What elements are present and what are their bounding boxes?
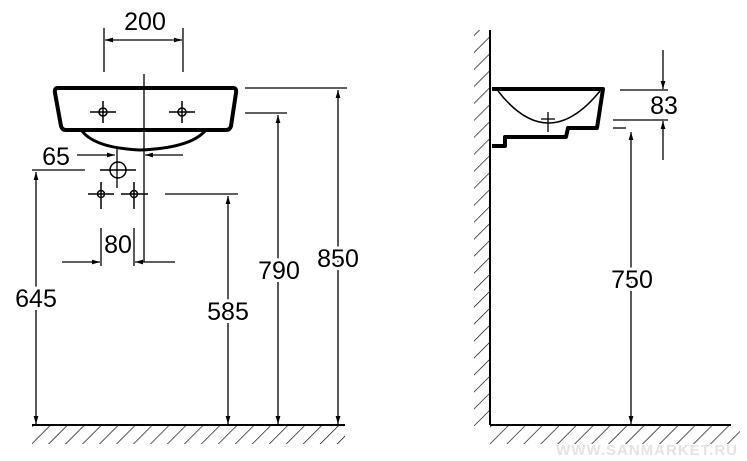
bowl-curve: [497, 90, 601, 124]
drain-outlet-icon: [100, 161, 136, 179]
floor-hatch-side: [490, 426, 740, 444]
dim-645: 645: [15, 285, 57, 313]
basin-side-outline: [492, 87, 605, 148]
dim-83: 83: [650, 92, 678, 120]
bowl-underside: [80, 129, 207, 152]
dim-585: 585: [207, 298, 249, 326]
dim-65: 65: [42, 143, 70, 171]
dim-790: 790: [258, 257, 300, 285]
dim-200: 200: [124, 8, 166, 36]
watermark: WWW.SANMARKET.RU: [556, 442, 738, 459]
basin-outline: [52, 86, 239, 132]
side-view: [474, 30, 740, 444]
wall-hatch: [474, 30, 490, 426]
dim-850: 850: [317, 245, 359, 273]
front-view: [32, 28, 347, 444]
inlet-right-icon: [121, 182, 148, 209]
dim-750: 750: [611, 266, 653, 294]
inlet-left-icon: [88, 182, 114, 209]
tap-hole-left-icon: [90, 101, 116, 123]
floor-hatch: [32, 426, 345, 444]
dim-80: 80: [104, 231, 132, 259]
tap-hole-right-icon: [169, 101, 195, 123]
